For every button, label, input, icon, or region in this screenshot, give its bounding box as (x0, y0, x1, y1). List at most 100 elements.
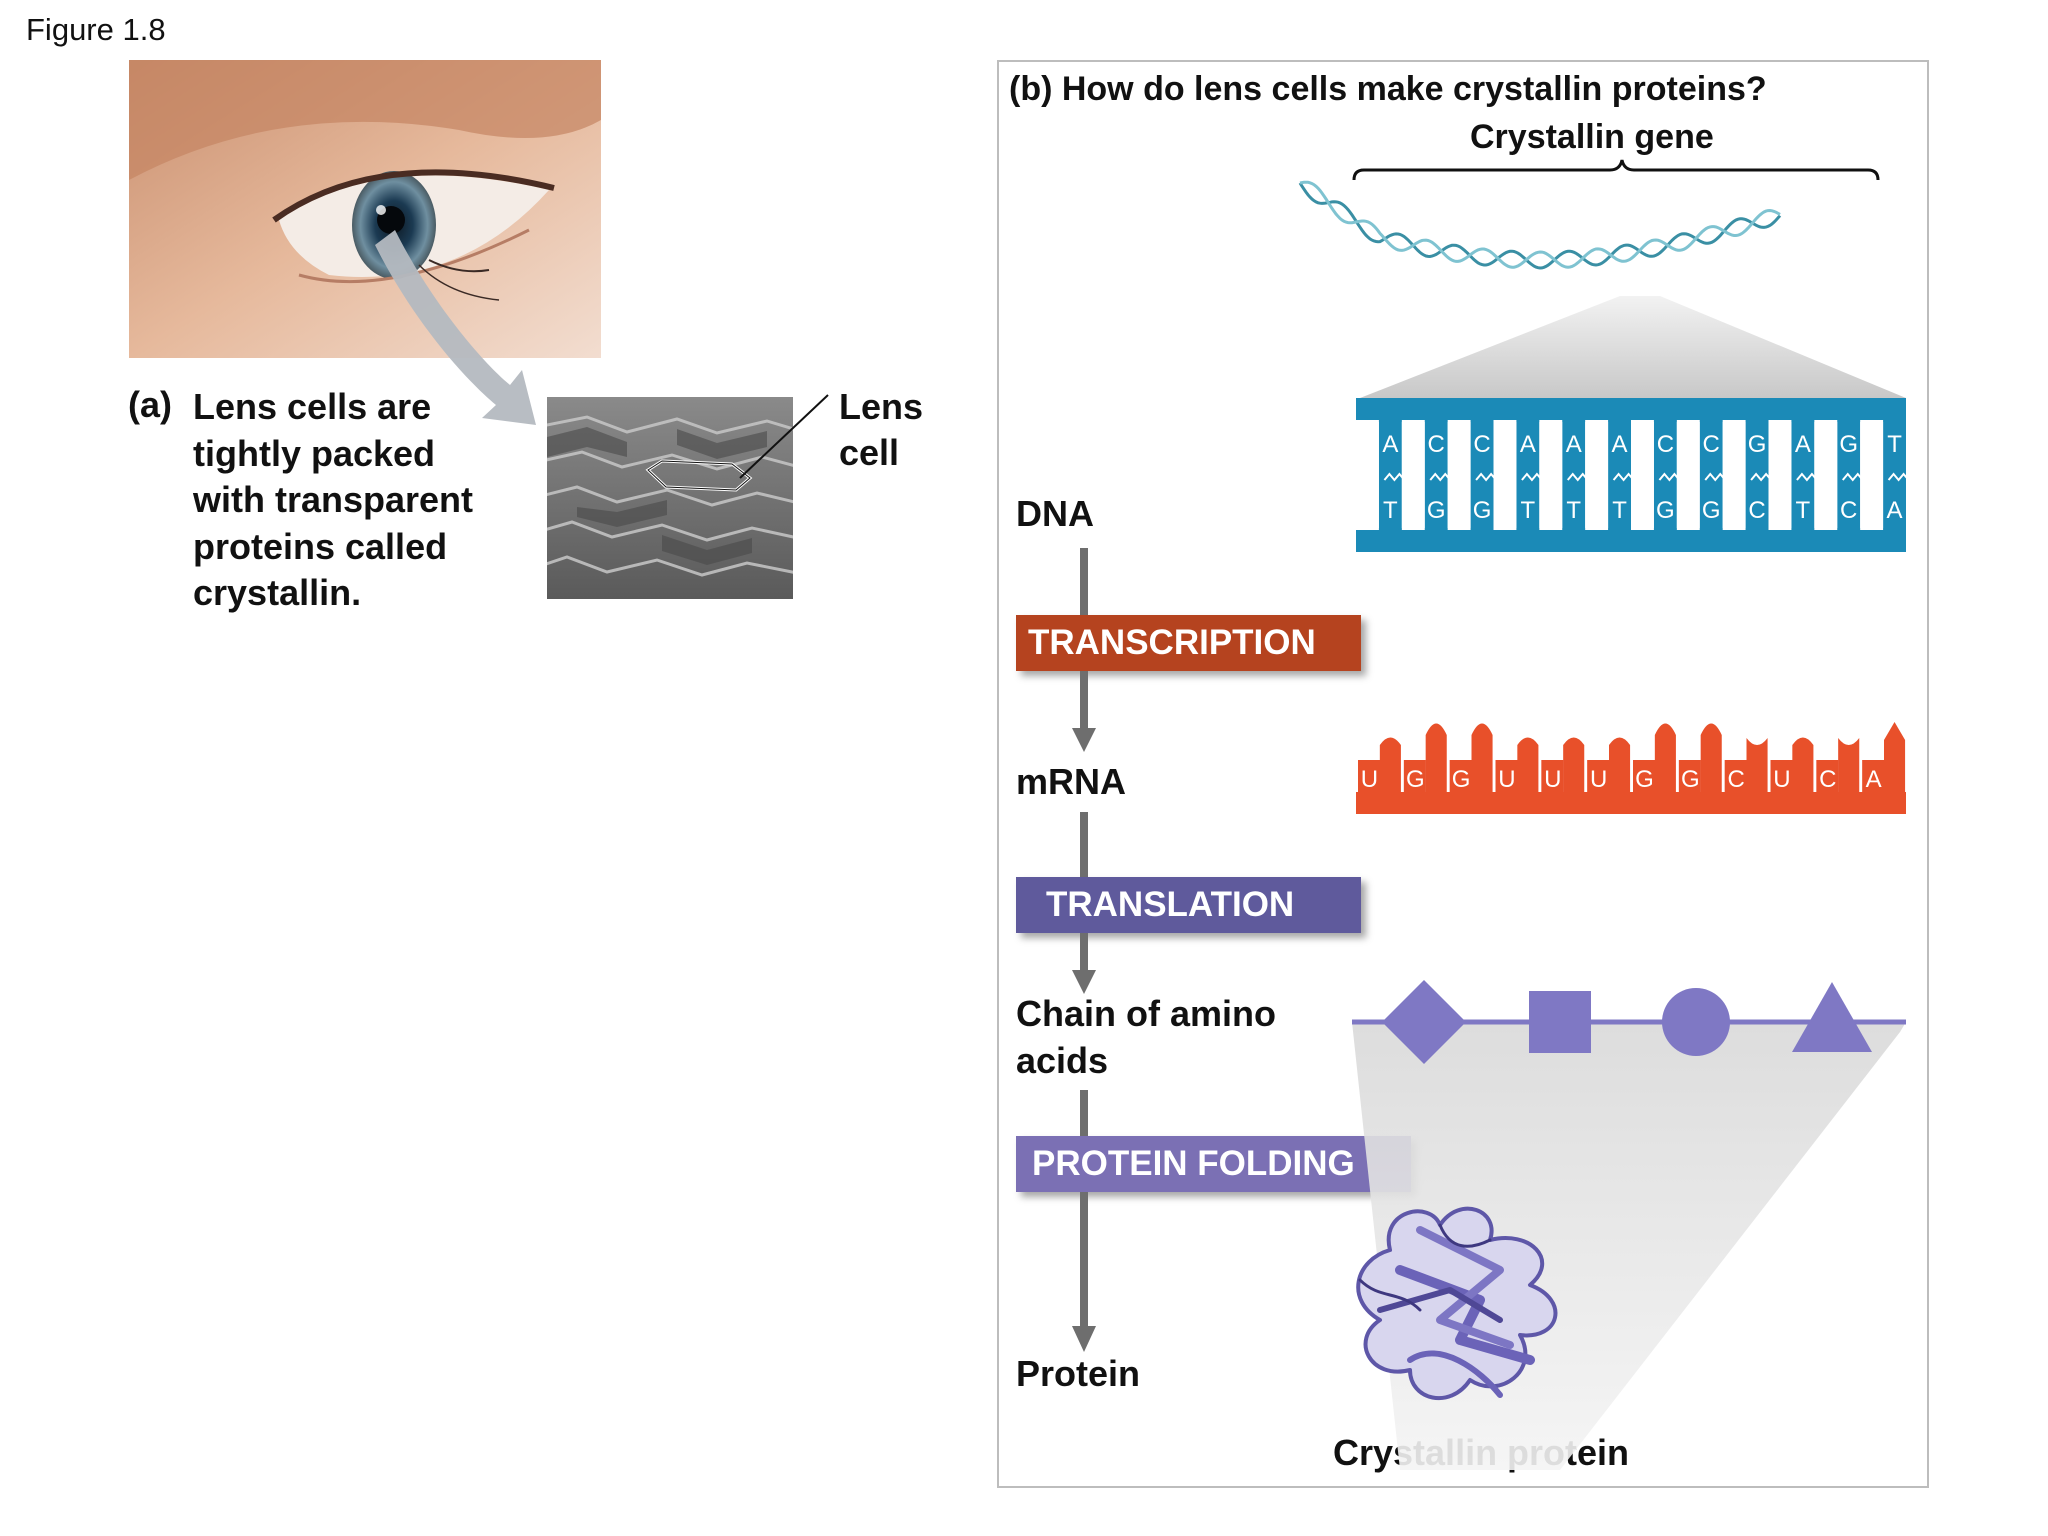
dna-gap (1585, 420, 1609, 530)
mrna-base-letter: U (1498, 766, 1515, 793)
mrna-base-block (1792, 737, 1814, 794)
dna-base-bottom: T (1566, 497, 1581, 524)
dna-bond (1521, 472, 1543, 482)
mrna-base-block (1471, 723, 1493, 794)
helix-strand (1298, 182, 1782, 270)
amino-acid-chain (1352, 980, 1906, 1064)
dna-base-top: C (1428, 431, 1445, 458)
dna-gap (1814, 420, 1838, 530)
panel-b-frame (997, 60, 1929, 1488)
mrna-base-block (1884, 722, 1906, 794)
dna-bond (1612, 472, 1635, 482)
mrna-letter-bg (1449, 760, 1472, 794)
transcription-box: TRANSCRIPTION (1016, 615, 1361, 671)
mrna-base-block (1654, 723, 1676, 794)
panel-a-caption: Lens cells are tightly packed with trans… (193, 384, 473, 617)
dna-bond (1566, 472, 1589, 482)
amino-acid-circle (1662, 988, 1730, 1056)
caption-line: Lens cells are (193, 386, 432, 427)
dna-base-top: A (1382, 431, 1398, 458)
dna-base-top: C (1703, 431, 1720, 458)
figure-title: Figure 1.8 (26, 12, 166, 47)
mrna-base-letter: U (1590, 766, 1607, 793)
flow-arrows (1072, 548, 1096, 1352)
dna-base-bottom: T (1796, 497, 1811, 524)
dna-gap (1676, 420, 1700, 530)
mrna-base-letter: U (1544, 766, 1561, 793)
dna-base-top: A (1795, 431, 1811, 458)
zoom-fan-dna (1360, 296, 1906, 398)
dna-gap (1860, 420, 1884, 530)
mrna-label: mRNA (1016, 761, 1127, 802)
dna-double-helix (1298, 180, 1782, 270)
mrna-base-block (1517, 737, 1539, 794)
dna-base-top: G (1748, 431, 1767, 458)
folded-protein-ribbon (1356, 1206, 1558, 1400)
dna-bond (1887, 472, 1910, 482)
dna-gap (1539, 420, 1563, 530)
amino-acid-square (1529, 991, 1591, 1053)
dna-base-bottom: T (1521, 497, 1536, 524)
mrna-letter-bg (1862, 760, 1885, 794)
lens-cell-outline (645, 459, 753, 492)
dna-bond (1429, 472, 1452, 482)
mrna-base-letter: U (1773, 766, 1790, 793)
dna-base-bottom: T (1612, 497, 1627, 524)
panel-a-letter: (a) (128, 384, 172, 425)
mrna-letter-bg (1816, 760, 1839, 794)
translation-box: TRANSLATION (1016, 877, 1361, 933)
dna-base-top: A (1612, 431, 1628, 458)
mrna-letter-bg (1403, 760, 1426, 794)
mrna-base-letter: U (1361, 766, 1378, 793)
mrna-base-block (1609, 737, 1631, 794)
mrna-letter-bg (1495, 760, 1518, 794)
mrna-letter-bg (1633, 760, 1655, 794)
lens-cell-label-line: Lens (839, 386, 924, 427)
protein-label: Protein (1016, 1353, 1141, 1394)
dna-base-bottom: C (1840, 497, 1857, 524)
dna-base-bottom: G (1656, 497, 1675, 524)
dna-gap (1722, 420, 1746, 530)
mrna-base-block (1838, 738, 1860, 794)
mrna-letter-bg (1678, 760, 1701, 794)
mrna-base-letter: G (1452, 766, 1471, 793)
helix-strand (1299, 180, 1781, 269)
mrna-letter-bg (1724, 760, 1747, 794)
dna-backbone-top (1356, 398, 1906, 422)
dna-bond (1841, 472, 1864, 482)
amino-chain-label-line: acids (1016, 1040, 1109, 1081)
dna-bond (1383, 472, 1406, 482)
amino-chain-label-line: Chain of amino (1016, 993, 1276, 1034)
mrna-backbone (1356, 792, 1906, 814)
mrna-base-letter: A (1866, 766, 1882, 793)
mrna-base-letter: G (1635, 766, 1654, 793)
mrna-base-letter: C (1819, 766, 1836, 793)
dna-base-top: T (1887, 431, 1902, 458)
mrna-letter-bg (1587, 760, 1610, 794)
lens-cell-label-line: cell (839, 432, 900, 473)
lens-cell-pointer (739, 394, 829, 479)
dna-bond (1658, 472, 1681, 482)
lens-cells-micrograph (547, 397, 793, 599)
mrna-letter-bg (1770, 760, 1793, 794)
caption-line: proteins called (193, 525, 448, 567)
dna-base-top: A (1566, 431, 1582, 458)
dna-bond (1796, 472, 1818, 482)
mrna-letter-bg (1358, 760, 1380, 794)
caption-line: with transparent (193, 479, 474, 520)
mrna-base-block (1563, 737, 1585, 794)
mrna-base-letter: G (1406, 766, 1425, 793)
dna-bond (1475, 472, 1497, 482)
dna-base-bottom: C (1748, 497, 1765, 524)
protein-folding-box: PROTEIN FOLDING (1016, 1136, 1411, 1192)
dna-gap (1401, 420, 1425, 530)
dna-base-top: A (1520, 431, 1536, 458)
caption-line: tightly packed (193, 432, 436, 474)
amino-acid-triangle (1792, 982, 1872, 1052)
mrna-base-block (1700, 723, 1722, 794)
dna-base-top: C (1473, 431, 1490, 458)
mrna-base-block (1379, 737, 1401, 794)
dna-gap (1493, 420, 1517, 530)
